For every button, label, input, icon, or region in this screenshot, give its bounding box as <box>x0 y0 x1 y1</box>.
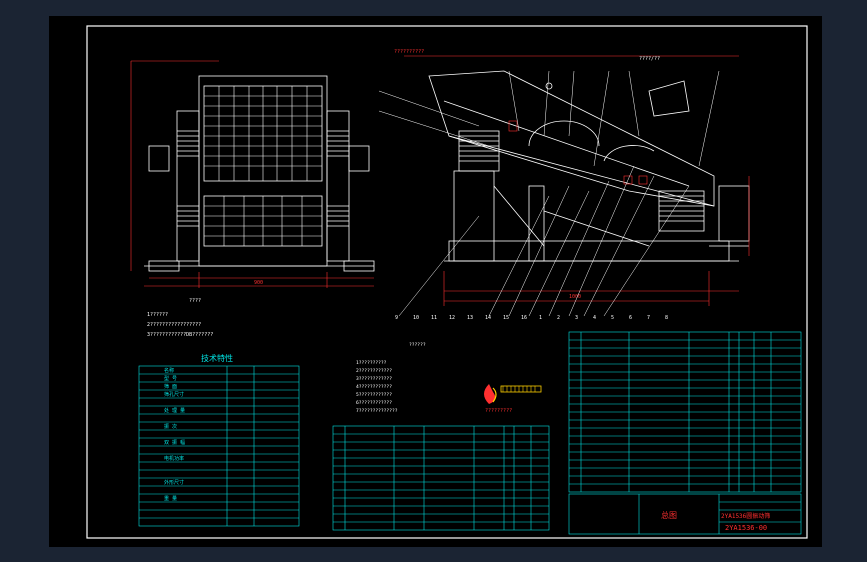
front-view <box>144 75 375 272</box>
svg-text:6: 6 <box>629 315 632 321</box>
tech-table-rows: 名称 型 号 筛 面 筛孔尺寸 处 理 量 振 次 双 振 幅 电机功率 外形尺… <box>164 367 185 502</box>
side-top-dim-label-2: ????/?? <box>639 56 660 62</box>
title-block-name: 2YA1536圆振动筛 <box>721 512 770 520</box>
notes-left: 1?????? 2????????????????? 3????????????… <box>147 312 213 338</box>
svg-text:5????????????: 5???????????? <box>356 392 392 398</box>
svg-text:8: 8 <box>665 315 668 321</box>
svg-text:外形尺寸: 外形尺寸 <box>164 479 184 486</box>
svg-text:1??????????: 1?????????? <box>356 360 387 366</box>
svg-text:15: 15 <box>503 315 509 321</box>
side-span-dim: 1000 <box>569 294 581 300</box>
front-view-dimensions <box>130 60 374 288</box>
svg-text:2????????????: 2???????????? <box>356 368 392 374</box>
svg-text:14: 14 <box>485 315 491 321</box>
logo-caption: ????????? <box>485 408 512 414</box>
title-block <box>568 493 802 535</box>
svg-text:16: 16 <box>521 315 527 321</box>
svg-text:9: 9 <box>395 315 398 321</box>
svg-text:12: 12 <box>449 315 455 321</box>
svg-text:1??????: 1?????? <box>147 312 168 318</box>
svg-text:4????????????: 4???????????? <box>356 384 392 390</box>
svg-text:2: 2 <box>557 315 560 321</box>
svg-text:筛孔尺寸: 筛孔尺寸 <box>164 391 184 398</box>
svg-text:13: 13 <box>467 315 473 321</box>
svg-text:2?????????????????: 2????????????????? <box>147 322 201 328</box>
parts-list-right <box>568 331 802 493</box>
tech-table <box>138 365 300 527</box>
svg-text:6????????????: 6???????????? <box>356 400 392 406</box>
parts-list-middle <box>332 425 550 531</box>
front-bottom-label: ???? <box>189 298 201 304</box>
svg-text:1: 1 <box>539 315 542 321</box>
svg-text:11: 11 <box>431 315 437 321</box>
svg-text:型 号: 型 号 <box>164 375 177 382</box>
svg-text:双 振 幅: 双 振 幅 <box>164 439 185 446</box>
drawing-sheet: 900 ???? ?????? <box>49 16 822 547</box>
title-block-drawing-no: 2YA1536-00 <box>725 524 767 532</box>
svg-text:筛 面: 筛 面 <box>164 383 177 390</box>
svg-text:重 量: 重 量 <box>164 495 177 502</box>
notes-middle: ?????? 1?????????? 2???????????? 3??????… <box>356 342 426 414</box>
leader-lines <box>378 70 720 317</box>
svg-text:7: 7 <box>647 315 650 321</box>
tech-table-title: 技术特性 <box>201 353 233 363</box>
svg-text:3: 3 <box>575 315 578 321</box>
svg-text:处 理 量: 处 理 量 <box>164 407 185 414</box>
svg-text:4: 4 <box>593 315 596 321</box>
svg-text:振 次: 振 次 <box>164 423 177 430</box>
cad-drawing: 900 ???? ?????? <box>86 25 808 539</box>
side-view-details-red <box>404 55 750 306</box>
title-block-label: 总图 <box>661 510 677 520</box>
side-view <box>428 70 750 262</box>
inner-border <box>86 25 808 539</box>
part-balloons: 9 10 11 12 13 14 15 16 1 2 3 4 5 6 7 8 <box>395 315 668 321</box>
svg-text:10: 10 <box>413 315 419 321</box>
side-top-dim-label: ?????????? <box>394 49 424 55</box>
svg-text:名称: 名称 <box>164 367 174 374</box>
front-width-dim: 900 <box>254 280 263 286</box>
svg-text:电机功率: 电机功率 <box>164 455 184 462</box>
company-logo <box>484 384 542 404</box>
svg-text:3????????????: 3???????????? <box>356 376 392 382</box>
svg-text:5: 5 <box>611 315 614 321</box>
svg-text:??????: ?????? <box>409 342 426 348</box>
svg-text:3????????????DB???????: 3????????????DB??????? <box>147 332 213 338</box>
svg-text:7??????????????: 7?????????????? <box>356 408 398 414</box>
